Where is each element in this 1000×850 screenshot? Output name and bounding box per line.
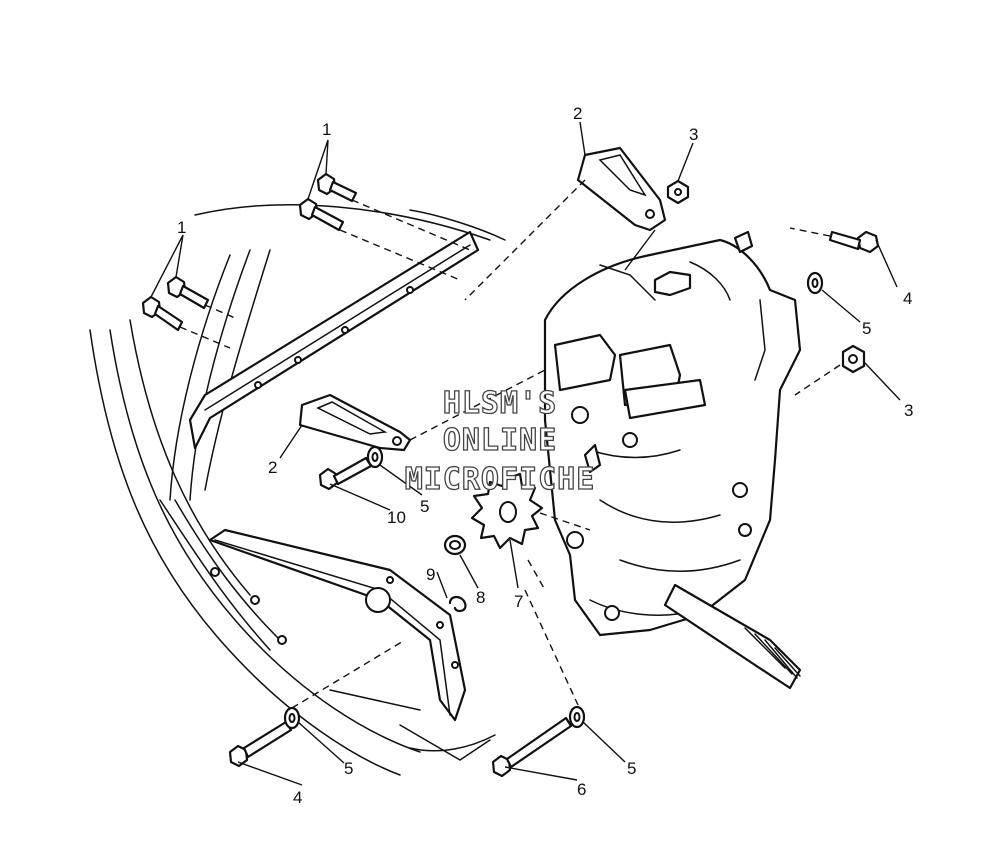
- bracket-2-lower: [298, 393, 412, 452]
- callout-4-lower: 4: [293, 788, 302, 807]
- assembly-lines: [179, 179, 841, 709]
- washer-5-right: [806, 271, 824, 295]
- leader-lines: [150, 121, 901, 786]
- nut-3-upper: [666, 179, 690, 205]
- watermark-line-3: MICROFICHE: [405, 462, 596, 497]
- watermark: HLSM'S ONLINE MICROFICHE: [404, 385, 596, 497]
- washer-5-lower-right: [568, 705, 586, 729]
- bracket-2-upper: [576, 146, 667, 232]
- watermark-line-1: HLSM'S: [443, 386, 557, 421]
- callout-3-upper: 3: [689, 125, 698, 144]
- nut-3-right: [841, 344, 866, 374]
- washer-5-center: [366, 445, 384, 469]
- callout-2-lower: 2: [268, 458, 277, 477]
- callout-4-right: 4: [903, 289, 912, 308]
- callout-8: 8: [476, 588, 485, 607]
- bolt-1-lower-b: [141, 295, 184, 332]
- callout-3-right: 3: [904, 401, 913, 420]
- callout-5-right: 5: [862, 319, 871, 338]
- bolt-6: [491, 716, 573, 778]
- snap-ring-8: [443, 534, 467, 556]
- bolt-1-upper-b: [298, 197, 345, 232]
- output-shaft: [663, 583, 802, 690]
- washer-5-lower-left: [283, 706, 301, 730]
- bolt-1-upper-a: [316, 172, 358, 203]
- callout-2-upper: 2: [573, 104, 582, 123]
- sprocket-7: [470, 472, 544, 550]
- callout-6: 6: [577, 780, 586, 799]
- watermark-line-2: ONLINE: [443, 423, 557, 458]
- callout-5-lower-right: 5: [627, 759, 636, 778]
- callout-9: 9: [426, 565, 435, 584]
- bolt-4-right: [828, 230, 880, 254]
- callout-5-center: 5: [420, 497, 429, 516]
- callout-5-lower-left: 5: [344, 759, 353, 778]
- gearcase: [543, 230, 802, 637]
- callout-7: 7: [514, 592, 523, 611]
- bolt-10: [318, 456, 373, 491]
- upper-rail: [188, 230, 480, 450]
- callout-10: 10: [387, 508, 406, 527]
- clip-9: [448, 595, 467, 613]
- bolt-4-lower: [228, 720, 293, 768]
- lower-bracket-plate: [208, 528, 467, 722]
- frame-tubes: [89, 204, 506, 776]
- callout-1-upper: 1: [322, 120, 331, 139]
- bolt-1-lower-a: [166, 275, 210, 310]
- callout-numbers: 1 1 2 2 3 3 4 4 5 5 5 5 6 7 8 9 10: [177, 104, 913, 807]
- callout-1-lower: 1: [177, 218, 186, 237]
